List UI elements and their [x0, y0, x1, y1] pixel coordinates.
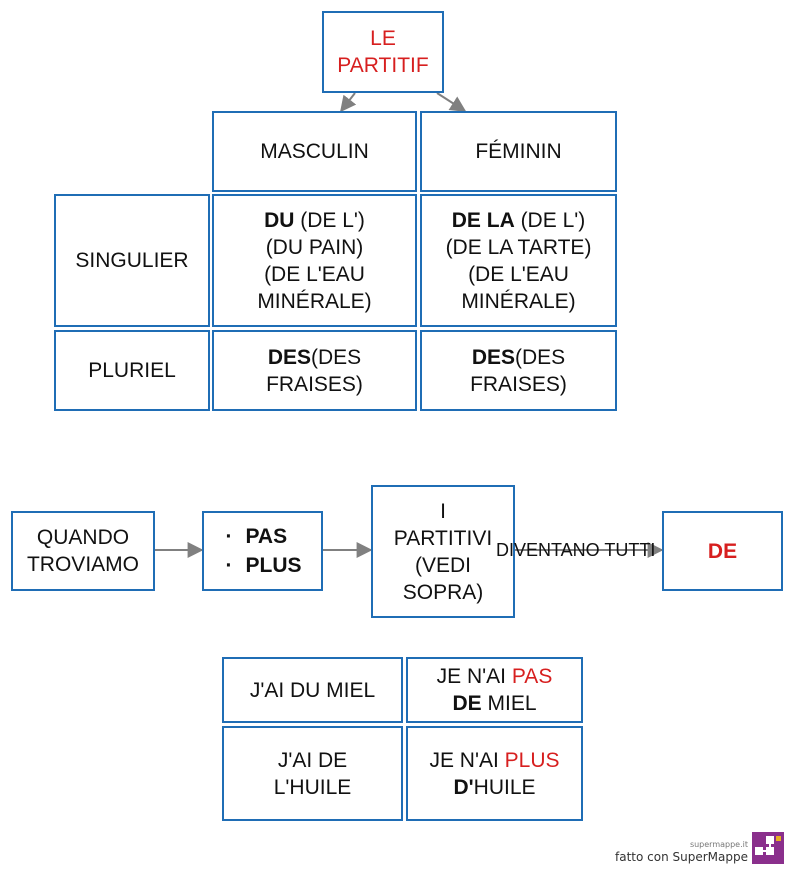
header-feminin: FÉMININ	[420, 111, 617, 192]
cell-masc-plur: DES(DES FRAISES)	[212, 330, 417, 411]
title-line2: PARTITIF	[337, 54, 429, 77]
cell-masc-sing-line4: MINÉRALE)	[257, 289, 372, 313]
negation-box: · PAS · PLUS	[202, 511, 323, 591]
bullet-icon: ·	[225, 554, 233, 577]
negation-list: · PAS · PLUS	[223, 522, 301, 580]
partitivi-line4: SOPRA)	[402, 580, 484, 604]
supermappe-logo-icon	[752, 832, 784, 864]
cell-fem-sing-line1: DE LA (DE L')	[452, 207, 586, 234]
example1-left-text: J'AI DU MIEL	[249, 678, 376, 702]
partitive-de-la: DE LA	[451, 208, 515, 232]
logo-brand: fatto con SuperMappe	[615, 850, 748, 864]
cell-fem-sing-line2: (DE LA TARTE)	[445, 235, 592, 259]
example1-right: JE N'AI PAS DE MIEL	[406, 657, 583, 723]
quando-box: QUANDO TROVIAMO	[11, 511, 155, 591]
example1-right-de: DE	[452, 692, 482, 715]
example1-right-pas: PAS	[511, 665, 553, 688]
result-de: DE	[707, 539, 738, 563]
example2-right: JE N'AI PLUS D'HUILE	[406, 726, 583, 821]
cell-masc-sing: DU (DE L') (DU PAIN) (DE L'EAU MINÉRALE)	[212, 194, 417, 327]
example2-left-line1: J'AI DE	[277, 748, 348, 772]
quando-line2: TROVIAMO	[26, 553, 139, 576]
quando-line1: QUANDO	[36, 526, 130, 549]
cell-fem-plur-line1: DES(DES	[472, 344, 565, 371]
example1-right-pre: JE N'AI	[436, 665, 512, 688]
example2-right-d: D'	[453, 775, 474, 799]
example1-right-line2: DE MIEL	[452, 690, 536, 717]
cell-fem-sing-line3: (DE L'EAU	[468, 262, 569, 286]
example2-right-post: HUILE	[473, 775, 536, 799]
negation-item-pas: · PAS	[223, 522, 301, 551]
example1-right-line1: JE N'AI PAS	[437, 663, 553, 690]
cell-fem-plur: DES(DES FRAISES)	[420, 330, 617, 411]
supermappe-logo: supermappe.it fatto con SuperMappe	[615, 832, 784, 864]
title-line1: LE	[370, 27, 396, 50]
cell-fem-sing-line4: MINÉRALE)	[461, 289, 576, 313]
cell-masc-sing-rest: (DE L')	[294, 208, 365, 232]
negation-item-plus: · PLUS	[223, 551, 301, 580]
partitivi-line1: I	[440, 499, 446, 523]
cell-fem-sing-rest: (DE L')	[514, 208, 586, 232]
cell-masc-plur-line2: FRAISES)	[266, 372, 363, 396]
partitive-des-masc: DES	[267, 345, 311, 369]
row-header-singulier-label: SINGULIER	[75, 249, 189, 272]
link-label: DIVENTANO TUTTI	[496, 540, 656, 560]
partitivi-line3: (VEDI	[414, 553, 471, 577]
arrow-title-to-feminin	[436, 92, 467, 112]
header-masculin: MASCULIN	[212, 111, 417, 192]
cell-masc-sing-line1: DU (DE L')	[264, 207, 365, 234]
cell-masc-sing-line3: (DE L'EAU	[264, 262, 365, 286]
partitive-du: DU	[264, 208, 295, 232]
header-feminin-label: FÉMININ	[475, 140, 562, 163]
cell-masc-plur-line1: DES(DES	[268, 344, 361, 371]
cell-fem-plur-rest: (DES	[515, 345, 566, 369]
row-header-pluriel: PLURIEL	[54, 330, 210, 411]
row-header-pluriel-label: PLURIEL	[88, 359, 176, 382]
example1-left: J'AI DU MIEL	[222, 657, 403, 723]
negation-plus-label: PLUS	[245, 554, 302, 577]
example2-right-line1: JE N'AI PLUS	[429, 747, 559, 774]
arrow-title-to-masculin	[340, 92, 357, 113]
logo-site: supermappe.it	[689, 840, 748, 849]
title-box: LE PARTITIF	[322, 11, 444, 93]
example2-right-plus: PLUS	[504, 748, 560, 772]
logo-text: supermappe.it fatto con SuperMappe	[615, 840, 748, 864]
example2-left-line2: L'HUILE	[273, 775, 352, 799]
bullet-icon: ·	[225, 525, 233, 548]
partitivi-line2: PARTITIVI	[393, 526, 493, 550]
cell-masc-plur-rest: (DES	[311, 345, 362, 369]
cell-masc-sing-line2: (DU PAIN)	[265, 235, 364, 259]
result-box: DE	[662, 511, 783, 591]
cell-fem-plur-line2: FRAISES)	[470, 372, 567, 396]
header-masculin-label: MASCULIN	[260, 140, 369, 163]
partitivi-box: I PARTITIVI (VEDI SOPRA)	[371, 485, 515, 618]
example1-right-post: MIEL	[481, 692, 537, 715]
cell-fem-sing: DE LA (DE L') (DE LA TARTE) (DE L'EAU MI…	[420, 194, 617, 327]
row-header-singulier: SINGULIER	[54, 194, 210, 327]
example2-right-line2: D'HUILE	[453, 774, 535, 801]
example2-right-pre: JE N'AI	[429, 748, 505, 772]
partitive-des-fem: DES	[471, 345, 515, 369]
negation-pas-label: PAS	[245, 525, 288, 548]
example2-left: J'AI DE L'HUILE	[222, 726, 403, 821]
